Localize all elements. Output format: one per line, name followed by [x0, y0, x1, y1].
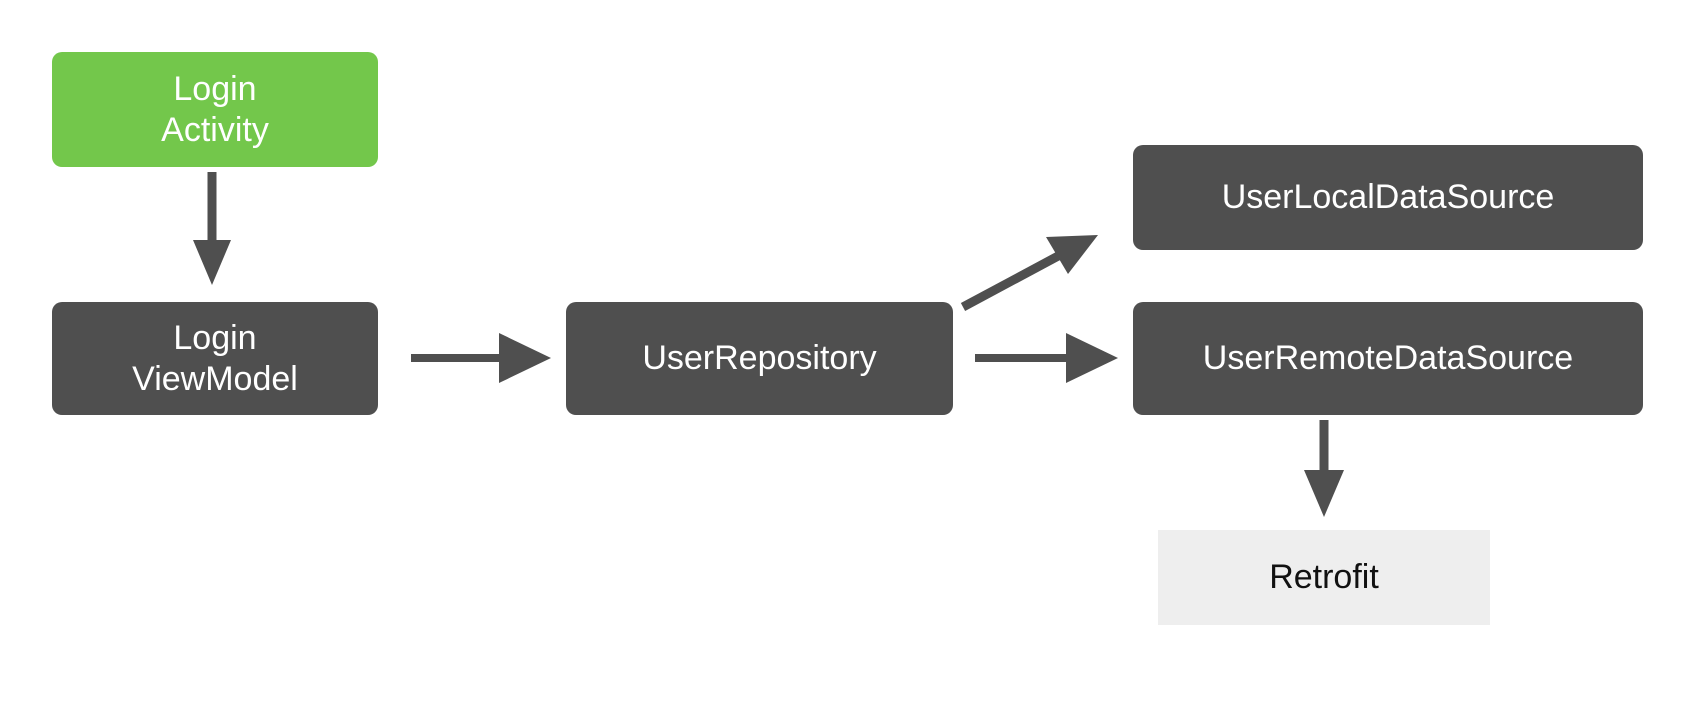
- node-login-viewmodel[interactable]: Login ViewModel: [52, 302, 378, 415]
- edge-viewmodel-to-repository: [411, 333, 551, 383]
- node-user-local-datasource[interactable]: UserLocalDataSource: [1133, 145, 1643, 250]
- edge-remote-to-retrofit: [1304, 420, 1344, 517]
- node-login-activity[interactable]: Login Activity: [52, 52, 378, 167]
- edge-repository-to-remote: [975, 333, 1118, 383]
- node-retrofit[interactable]: Retrofit: [1158, 530, 1490, 625]
- edge-activity-to-viewmodel: [193, 172, 231, 285]
- node-user-repository[interactable]: UserRepository: [566, 302, 953, 415]
- node-user-remote-datasource[interactable]: UserRemoteDataSource: [1133, 302, 1643, 415]
- edge-repository-to-local: [960, 235, 1098, 311]
